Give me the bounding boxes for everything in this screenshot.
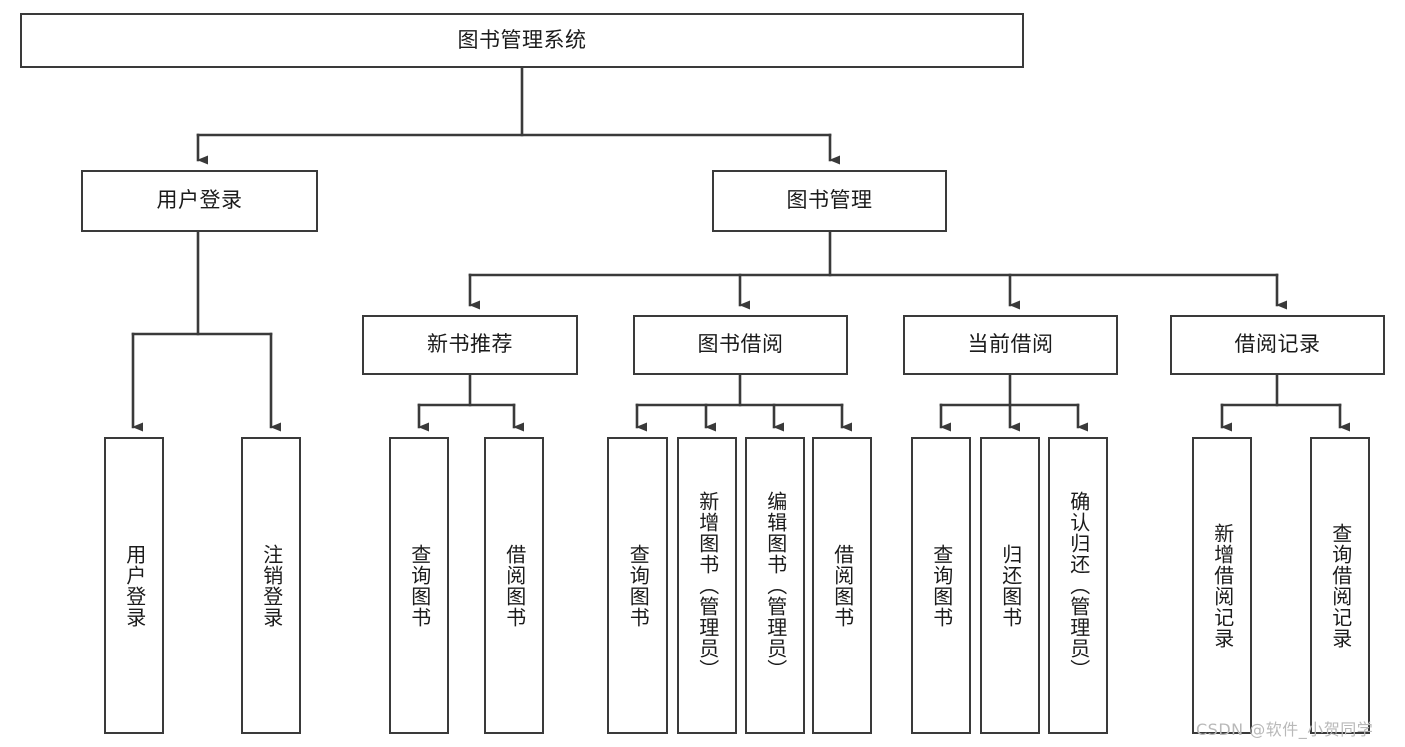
node-label: 查询图书 <box>929 543 954 628</box>
node-label: 借阅图书 <box>502 543 527 628</box>
node-leaf-edit-book-admin[interactable]: 编辑图书（管理员） <box>745 437 805 734</box>
node-label: 注销登录 <box>259 543 284 628</box>
node-leaf-borrow-book[interactable]: 借阅图书 <box>812 437 872 734</box>
node-label: 查询图书 <box>626 543 651 628</box>
node-label: 新增借阅记录 <box>1210 522 1235 649</box>
node-current-borrowing[interactable]: 当前借阅 <box>903 315 1118 375</box>
node-leaf-query-book-borrow[interactable]: 查询图书 <box>607 437 668 734</box>
node-leaf-user-login[interactable]: 用户登录 <box>104 437 164 734</box>
node-leaf-add-borrow-record[interactable]: 新增借阅记录 <box>1192 437 1252 734</box>
node-label: 用户登录 <box>122 543 147 628</box>
leaf-text-wrap: 借阅图书 <box>486 439 542 732</box>
node-book-management[interactable]: 图书管理 <box>712 170 947 232</box>
leaf-text-wrap: 查询图书 <box>609 439 666 732</box>
node-label: 当前借阅 <box>967 332 1054 357</box>
node-label: 图书管理系统 <box>457 27 587 52</box>
node-leaf-query-book-current[interactable]: 查询图书 <box>911 437 971 734</box>
leaf-text-wrap: 用户登录 <box>106 439 162 732</box>
leaf-text-wrap: 归还图书 <box>982 439 1038 732</box>
leaf-text-wrap: 编辑图书（管理员） <box>747 439 803 732</box>
leaf-text-wrap: 查询借阅记录 <box>1312 439 1368 732</box>
node-leaf-query-book-recommend[interactable]: 查询图书 <box>389 437 449 734</box>
node-leaf-logout-login[interactable]: 注销登录 <box>241 437 301 734</box>
leaf-text-wrap: 注销登录 <box>243 439 299 732</box>
node-book-borrowing[interactable]: 图书借阅 <box>633 315 848 375</box>
node-label: 图书借阅 <box>697 332 784 357</box>
node-borrowing-record[interactable]: 借阅记录 <box>1170 315 1385 375</box>
leaf-text-wrap: 新增借阅记录 <box>1194 439 1250 732</box>
node-label: 新增图书（管理员） <box>695 491 720 680</box>
node-leaf-return-book[interactable]: 归还图书 <box>980 437 1040 734</box>
node-label: 确认归还（管理员） <box>1066 491 1091 680</box>
node-label: 借阅图书 <box>830 543 855 628</box>
leaf-text-wrap: 查询图书 <box>913 439 969 732</box>
node-label: 用户登录 <box>156 188 243 213</box>
node-leaf-add-book-admin[interactable]: 新增图书（管理员） <box>677 437 737 734</box>
leaf-text-wrap: 借阅图书 <box>814 439 870 732</box>
node-leaf-borrow-book-recommend[interactable]: 借阅图书 <box>484 437 544 734</box>
node-leaf-confirm-return-admin[interactable]: 确认归还（管理员） <box>1048 437 1108 734</box>
node-label: 编辑图书（管理员） <box>763 491 788 680</box>
node-label: 归还图书 <box>998 543 1023 628</box>
leaf-text-wrap: 新增图书（管理员） <box>679 439 735 732</box>
node-label: 新书推荐 <box>427 332 513 357</box>
node-user-login[interactable]: 用户登录 <box>81 170 318 232</box>
node-label: 借阅记录 <box>1234 332 1321 357</box>
node-label: 查询借阅记录 <box>1328 522 1353 649</box>
leaf-text-wrap: 确认归还（管理员） <box>1050 439 1106 732</box>
node-label: 图书管理 <box>786 188 873 213</box>
node-root-book-management-system[interactable]: 图书管理系统 <box>20 13 1024 68</box>
node-leaf-query-borrow-record[interactable]: 查询借阅记录 <box>1310 437 1370 734</box>
leaf-text-wrap: 查询图书 <box>391 439 447 732</box>
node-label: 查询图书 <box>407 543 432 628</box>
node-new-book-recommendation[interactable]: 新书推荐 <box>362 315 578 375</box>
